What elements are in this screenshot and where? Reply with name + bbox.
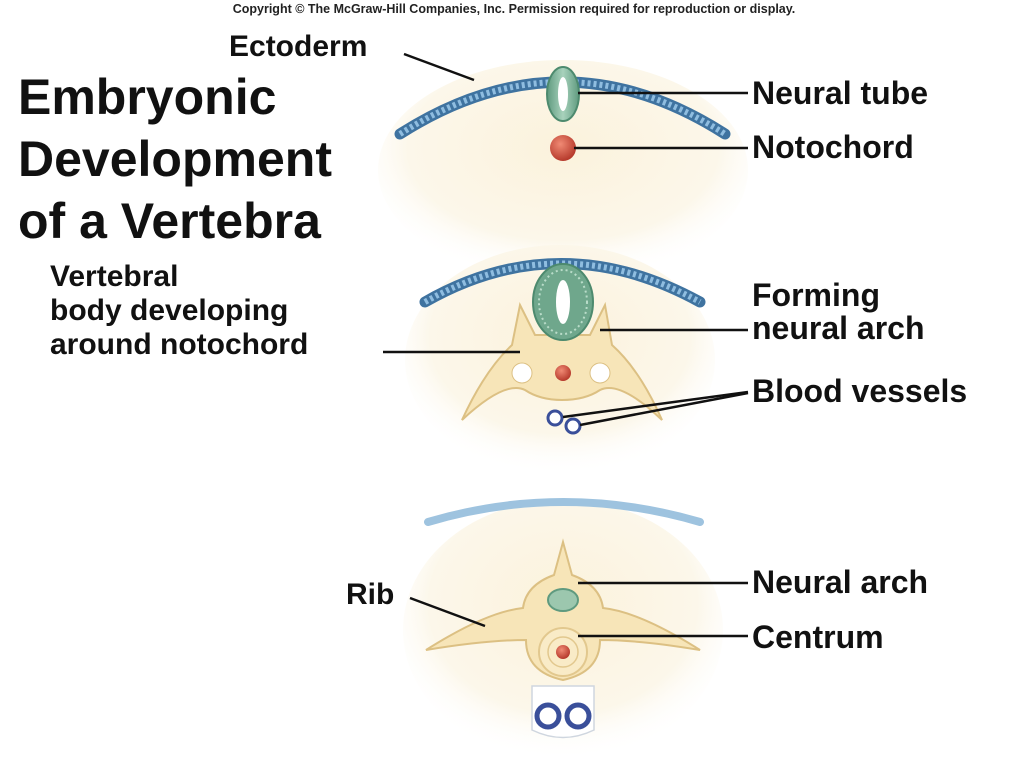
foramen-left-2 bbox=[511, 362, 533, 384]
neural-tube-2-cells bbox=[538, 269, 588, 335]
label-vertebral-body-line-1: Vertebral bbox=[50, 260, 179, 293]
label-neural-arch: Neural arch bbox=[752, 564, 929, 600]
label-blood-vessels: Blood vessels bbox=[752, 373, 968, 409]
notochord-2 bbox=[555, 365, 571, 381]
stage-1 bbox=[378, 60, 748, 280]
stage-3 bbox=[403, 498, 723, 760]
leader-rib bbox=[409, 596, 486, 628]
neural-tube-1-lumen bbox=[558, 77, 568, 111]
label-neural-tube: Neural tube bbox=[752, 75, 929, 111]
foramen-right-2 bbox=[589, 362, 611, 384]
label-vertebral-body-line-3: around notochord bbox=[50, 328, 309, 361]
label-notochord: Notochord bbox=[752, 129, 914, 165]
notochord-3 bbox=[556, 645, 570, 659]
blood-vessel-2b bbox=[564, 417, 582, 435]
leader-blood-vessel-b bbox=[579, 391, 749, 427]
ectoderm-1-cells bbox=[398, 79, 727, 137]
label-rib: Rib bbox=[346, 578, 395, 611]
leader-ectoderm bbox=[403, 52, 475, 82]
title-line-2: Development bbox=[18, 131, 332, 187]
forming-vertebra-2 bbox=[461, 301, 663, 421]
label-forming-neural-arch-line-2: neural arch bbox=[752, 310, 925, 346]
leader-blood-vessel-a bbox=[562, 390, 749, 419]
label-centrum: Centrum bbox=[752, 619, 884, 655]
tissue-glow-1 bbox=[378, 60, 748, 280]
label-vertebral-body-line-2: body developing bbox=[50, 294, 289, 327]
centrum-3-ring bbox=[547, 636, 579, 668]
title-line-3: of a Vertebra bbox=[18, 193, 321, 249]
label-forming-neural-arch-line-1: Forming bbox=[752, 277, 880, 313]
label-vertebral-body: Vertebral body developing around notocho… bbox=[50, 260, 308, 362]
neural-tube-2-lumen bbox=[556, 280, 570, 324]
ectoderm-2-cells bbox=[423, 260, 702, 305]
diagram-title: Embryonic Development of a Vertebra bbox=[18, 66, 332, 252]
blood-vessel-2a bbox=[546, 409, 564, 427]
label-ectoderm: Ectoderm bbox=[229, 30, 368, 63]
stage-2 bbox=[405, 245, 715, 475]
spinal-cord-3 bbox=[547, 588, 579, 612]
label-forming-neural-arch: Forming neural arch bbox=[752, 279, 925, 345]
ectoderm-3 bbox=[424, 498, 704, 526]
notochord-1 bbox=[550, 135, 576, 161]
copyright-notice: Copyright © The McGraw-Hill Companies, I… bbox=[232, 2, 796, 16]
title-line-1: Embryonic bbox=[18, 69, 277, 125]
blood-vessel-3b bbox=[564, 702, 592, 730]
blood-vessel-3a bbox=[534, 702, 562, 730]
leader-lines bbox=[383, 52, 749, 638]
